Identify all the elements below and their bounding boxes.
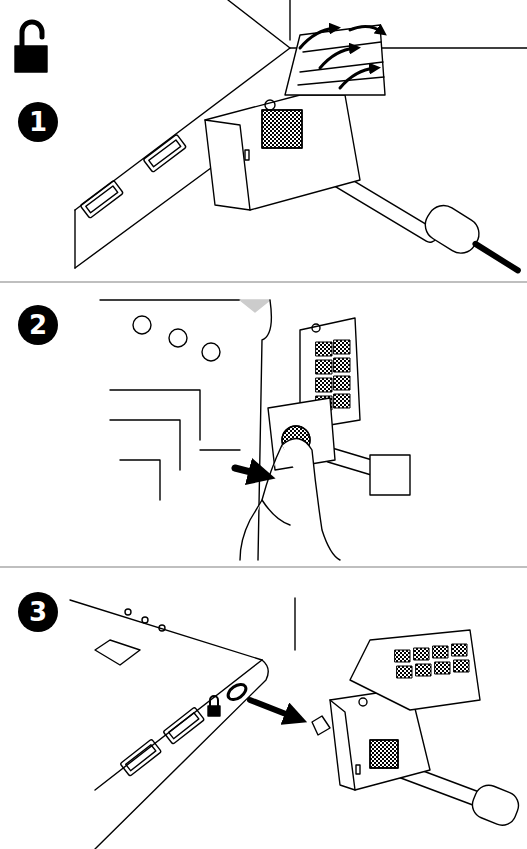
- laptop-step3: [70, 598, 295, 849]
- lock-step2: [268, 318, 410, 495]
- separator: [0, 281, 527, 282]
- lock-step3: [312, 630, 523, 829]
- hand: [240, 439, 340, 560]
- separator: [0, 566, 527, 567]
- step-number: 1: [18, 102, 58, 142]
- unlock-icon: [15, 22, 47, 72]
- laptop-step1: [75, 0, 527, 268]
- step-number-text: 3: [29, 599, 47, 625]
- step-number: 2: [18, 305, 58, 345]
- step-number: 3: [18, 592, 58, 632]
- pull-arrow: [250, 700, 296, 718]
- push-arrow: [235, 468, 262, 475]
- lock-slot-icon: [208, 696, 220, 716]
- lock-step1: [205, 25, 527, 286]
- step-number-text: 2: [29, 312, 47, 338]
- laptop-step2: [100, 300, 271, 560]
- step-number-text: 1: [29, 109, 47, 135]
